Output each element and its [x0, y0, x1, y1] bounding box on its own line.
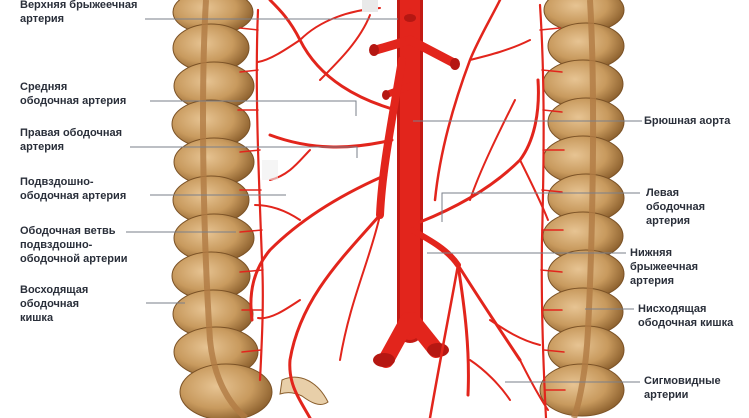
- label-descending-colon: Нисходящая ободочная кишка: [638, 302, 733, 330]
- label-line: Восходящая: [20, 283, 88, 297]
- label-colic-branch-ileocolic-artery: Ободочная ветвь подвздошно- ободочной ар…: [20, 224, 128, 266]
- label-line: Ободочная ветвь: [20, 224, 128, 238]
- label-line: ободочная артерия: [20, 94, 126, 108]
- label-line: ободочная: [646, 200, 705, 214]
- label-ileocolic-artery: Подвздошно- ободочная артерия: [20, 175, 126, 203]
- label-line: артерия: [20, 140, 122, 154]
- label-line: артерия: [20, 12, 137, 26]
- label-line: Средняя: [20, 80, 126, 94]
- arteries: [238, 0, 565, 418]
- ascending-colon-shape: [172, 0, 328, 418]
- label-line: Подвздошно-: [20, 175, 126, 189]
- label-line: ободочная: [20, 297, 88, 311]
- label-ascending-colon: Восходящая ободочная кишка: [20, 283, 88, 325]
- label-line: Нисходящая: [638, 302, 733, 316]
- label-line: Правая ободочная: [20, 126, 122, 140]
- descending-colon-shape: [540, 0, 624, 418]
- label-line: подвздошно-: [20, 238, 128, 252]
- label-line: Нижняя: [630, 246, 698, 260]
- label-inferior-mesenteric-artery: Нижняя брыжеечная артерия: [630, 246, 698, 288]
- label-line: Левая: [646, 186, 705, 200]
- label-sigmoid-arteries: Сигмовидные артерии: [644, 374, 721, 402]
- label-line: Брюшная аорта: [644, 114, 730, 128]
- label-line: брыжеечная: [630, 260, 698, 274]
- label-line: Верхняя брыжеечная: [20, 0, 137, 12]
- label-line: артерии: [644, 388, 721, 402]
- label-left-colic-artery: Левая ободочная артерия: [646, 186, 705, 228]
- label-line: ободочная артерия: [20, 189, 126, 203]
- label-line: ободочной артерии: [20, 252, 128, 266]
- label-abdominal-aorta: Брюшная аорта: [644, 114, 730, 128]
- label-line: артерия: [630, 274, 698, 288]
- label-line: ободочная кишка: [638, 316, 733, 330]
- label-superior-mesenteric-artery: Верхняя брыжеечная артерия: [20, 0, 137, 26]
- label-line: кишка: [20, 311, 88, 325]
- label-line: Сигмовидные: [644, 374, 721, 388]
- label-middle-colic-artery: Средняя ободочная артерия: [20, 80, 126, 108]
- label-line: артерия: [646, 214, 705, 228]
- label-right-colic-artery: Правая ободочная артерия: [20, 126, 122, 154]
